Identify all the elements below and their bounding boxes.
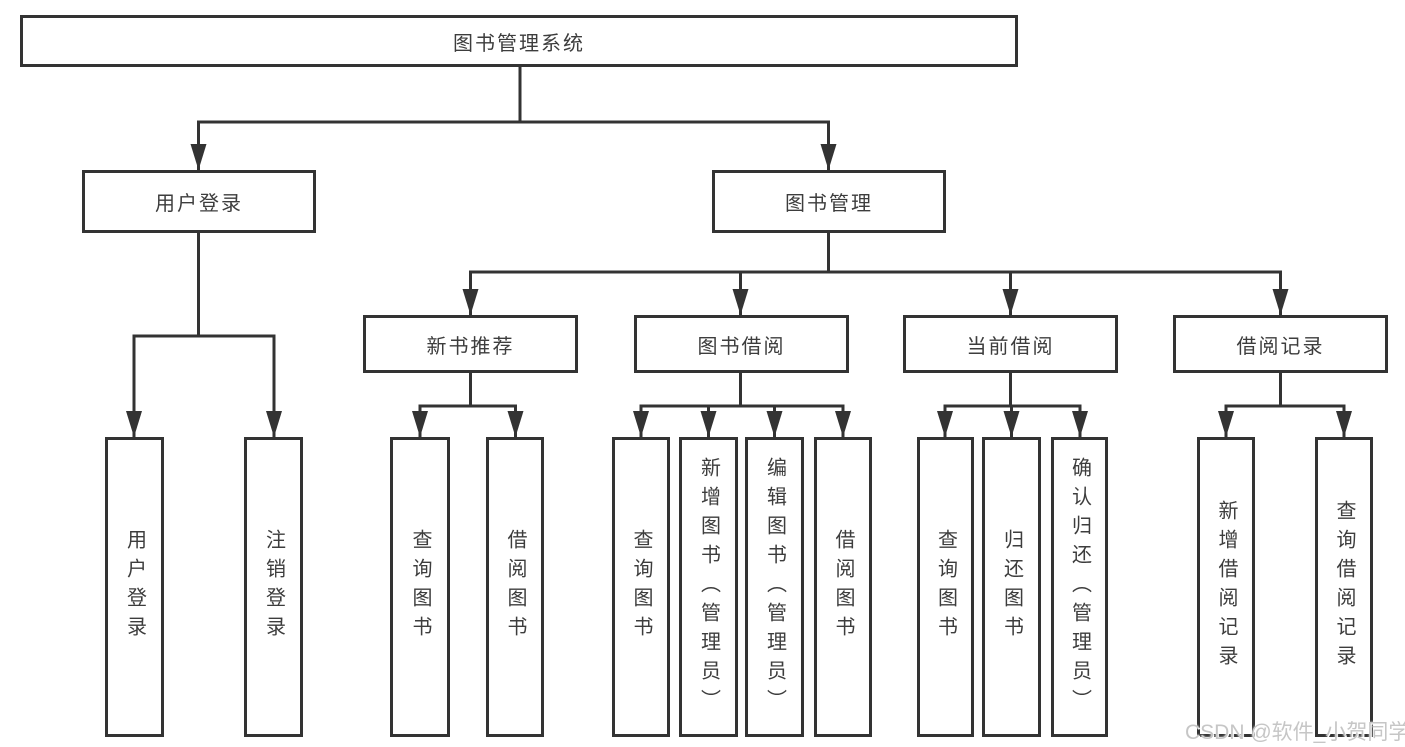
node-label: 确认归还（管理员） bbox=[1068, 456, 1091, 718]
node-label: 查询图书 bbox=[630, 529, 652, 645]
leaf-current-confirm-return-admin: 确认归还（管理员） bbox=[1051, 437, 1108, 737]
leaf-newrec-borrow-books: 借阅图书 bbox=[486, 437, 544, 737]
leaf-newrec-search-books: 查询图书 bbox=[390, 437, 450, 737]
node-label: 注销登录 bbox=[262, 529, 285, 645]
node-label: 借阅记录 bbox=[1236, 335, 1325, 358]
node-label: 图书管理 bbox=[785, 193, 873, 215]
node-label: 新增图书（管理员） bbox=[697, 456, 720, 718]
node-label: 用户登录 bbox=[155, 193, 243, 215]
leaf-current-search-books: 查询图书 bbox=[917, 437, 974, 737]
node-label: 当前借阅 bbox=[966, 335, 1055, 358]
csdn-watermark: CSDN @软件_小贺同学 bbox=[1185, 721, 1405, 744]
leaf-borrow-add-books-admin: 新增图书（管理员） bbox=[679, 437, 738, 737]
node-current-borrowing: 当前借阅 bbox=[903, 315, 1118, 373]
leaf-records-add-record: 新增借阅记录 bbox=[1197, 437, 1255, 737]
leaf-user-login: 用户登录 bbox=[105, 437, 164, 737]
node-user-login: 用户登录 bbox=[82, 170, 316, 233]
node-label: 借阅图书 bbox=[832, 529, 854, 645]
node-label: 用户登录 bbox=[123, 529, 146, 645]
leaf-logout: 注销登录 bbox=[244, 437, 303, 737]
node-label: 图书管理系统 bbox=[453, 32, 585, 55]
node-label: 查询借阅记录 bbox=[1333, 500, 1355, 674]
node-book-borrowing: 图书借阅 bbox=[634, 315, 849, 373]
node-borrowing-records: 借阅记录 bbox=[1173, 315, 1388, 373]
leaf-borrow-borrow-books: 借阅图书 bbox=[814, 437, 872, 737]
leaf-borrow-search-books: 查询图书 bbox=[612, 437, 670, 737]
node-label: 借阅图书 bbox=[504, 529, 526, 645]
leaf-borrow-edit-books-admin: 编辑图书（管理员） bbox=[745, 437, 804, 737]
leaf-records-search-record: 查询借阅记录 bbox=[1315, 437, 1373, 737]
node-label: 新书推荐 bbox=[426, 335, 515, 358]
node-label: 查询图书 bbox=[934, 529, 957, 645]
node-book-management: 图书管理 bbox=[712, 170, 946, 233]
node-label: 归还图书 bbox=[1000, 529, 1023, 645]
leaf-current-return-books: 归还图书 bbox=[982, 437, 1041, 737]
node-new-book-recommend: 新书推荐 bbox=[363, 315, 578, 373]
node-label: 编辑图书（管理员） bbox=[763, 456, 786, 718]
node-label: 图书借阅 bbox=[697, 335, 786, 358]
node-label: 新增借阅记录 bbox=[1215, 500, 1237, 674]
node-library-management-system: 图书管理系统 bbox=[20, 15, 1018, 67]
node-label: 查询图书 bbox=[409, 529, 431, 645]
